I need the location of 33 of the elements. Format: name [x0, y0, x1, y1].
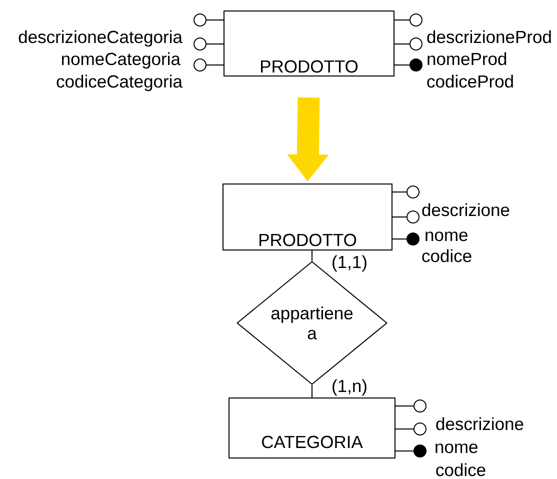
attribute-circle	[194, 58, 206, 72]
attribute-circle	[406, 186, 420, 198]
attribute-line	[394, 64, 410, 66]
key-attribute-dot	[410, 58, 422, 72]
attribute-label: nome	[426, 232, 468, 242]
entity-box: PRODOTTO	[222, 184, 392, 250]
attribute-label: nomeProd	[428, 52, 506, 66]
attribute-circle	[410, 38, 422, 50]
attribute-line	[395, 428, 414, 430]
attribute-circle	[406, 210, 420, 224]
attribute-label: descrizioneProd	[427, 30, 551, 44]
entity-box: PRODOTTO	[224, 10, 394, 76]
attribute-label: codice	[422, 249, 472, 262]
attribute-label: descrizione	[422, 203, 510, 216]
attribute-circle	[194, 38, 206, 50]
attribute-label: descrizioneCategoria	[18, 30, 182, 47]
attribute-label: descrizione	[436, 417, 524, 430]
key-attribute-dot	[406, 232, 420, 246]
attribute-label: nome	[436, 444, 478, 454]
attribute-label: codiceProd	[427, 74, 513, 88]
attribute-line	[206, 64, 224, 66]
attribute-circle	[414, 400, 426, 412]
attribute-label: codiceCategoria	[56, 74, 182, 92]
attribute-circle	[414, 422, 426, 436]
attribute-circle	[194, 14, 206, 26]
entity-box: CATEGORIA	[228, 398, 396, 458]
attribute-line	[392, 238, 407, 240]
attribute-label: codice	[436, 463, 486, 476]
attribute-line	[392, 216, 407, 218]
attribute-line	[395, 450, 414, 452]
attribute-circle	[410, 14, 422, 26]
key-attribute-dot	[414, 444, 426, 458]
attribute-label: nomeCategoria	[62, 52, 180, 69]
